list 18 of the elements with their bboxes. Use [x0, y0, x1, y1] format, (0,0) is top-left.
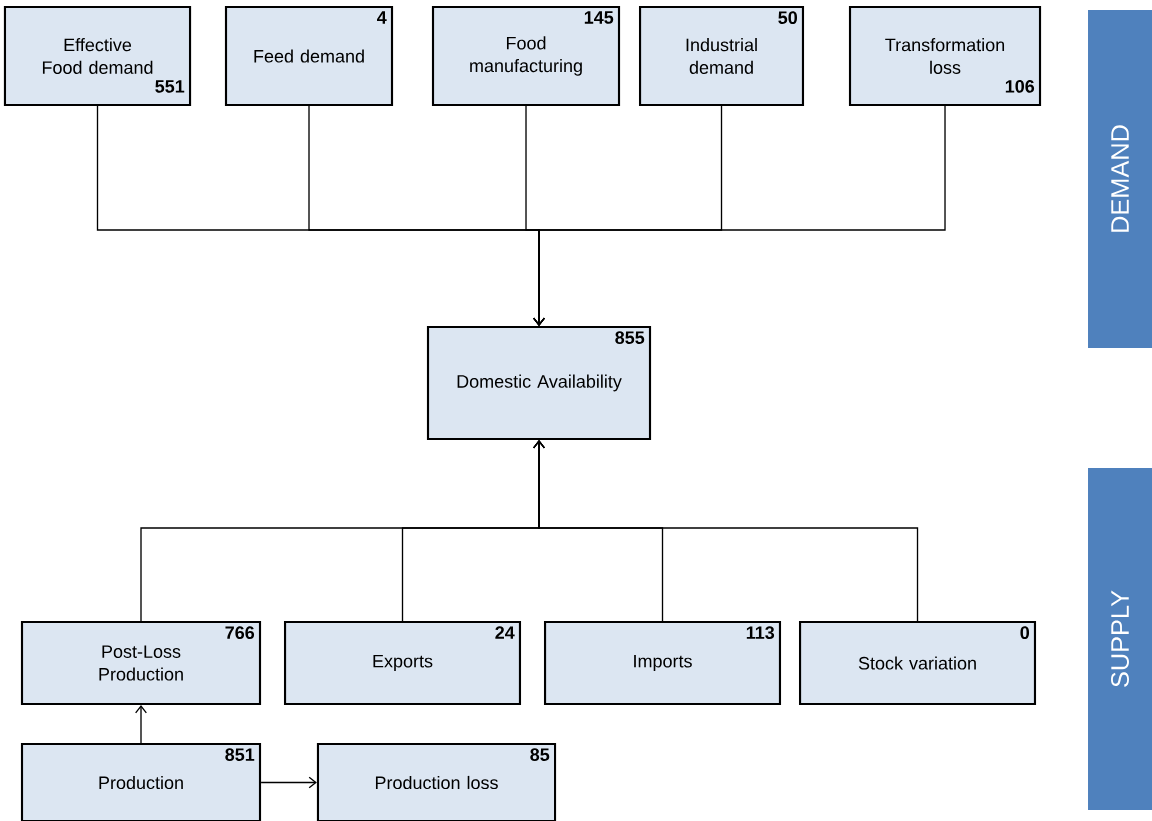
process-box: Transformation loss 106: [848, 5, 1042, 107]
arrow: [135, 705, 147, 744]
arrow: [260, 776, 317, 789]
section-band: DEMAND: [1088, 10, 1152, 348]
process-box: Exports 24: [283, 620, 522, 706]
process-box: Domestic Availability 855: [426, 325, 652, 441]
process-box: Food manufacturing 145: [431, 5, 621, 107]
process-box: Production loss 85: [316, 742, 557, 821]
process-box: Feed demand 4: [224, 5, 394, 107]
process-box: Stock variation 0: [799, 620, 1037, 706]
arrow: [533, 105, 946, 326]
arrow: [533, 440, 919, 622]
process-box: Effective Food demand 551: [3, 5, 192, 107]
process-box: Production 851: [20, 742, 262, 821]
process-box: Imports 113: [543, 620, 782, 706]
process-box: Industrial demand 50: [638, 5, 805, 107]
process-box: Post-Loss Production 766: [20, 620, 262, 706]
section-band: SUPPLY: [1088, 468, 1152, 810]
